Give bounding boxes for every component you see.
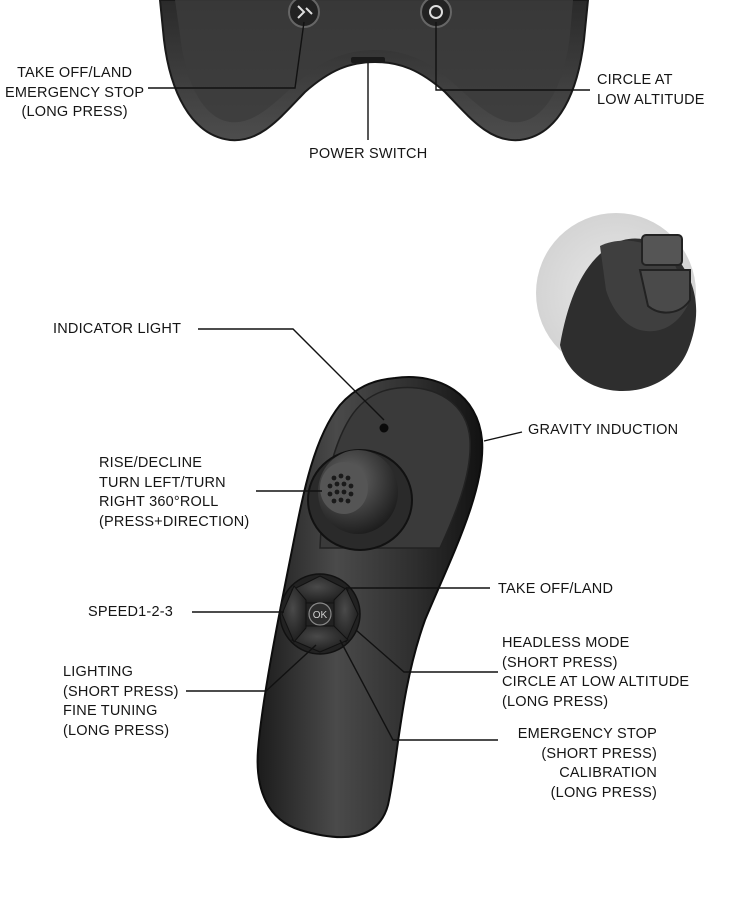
gravity-induction-label: GRAVITY INDUCTION <box>528 422 679 438</box>
ok-label: OK <box>313 610 328 621</box>
headless-mode-label: HEADLESS MODE (SHORT PRESS) CIRCLE AT LO… <box>502 635 690 710</box>
dpad-down-button[interactable] <box>291 625 349 653</box>
takeoff-land-label: TAKE OFF/LAND <box>498 581 614 597</box>
top-controller <box>158 0 590 142</box>
top-leader-lines <box>148 21 590 140</box>
indicator-light-label: INDICATOR LIGHT <box>53 321 182 337</box>
speed-label: SPEED1-2-3 <box>88 604 174 620</box>
takeoff-icon <box>297 5 313 19</box>
power-switch-icon[interactable] <box>351 57 385 63</box>
joystick-cap-icon <box>320 462 368 514</box>
ok-button[interactable] <box>308 602 332 626</box>
circle-icon <box>429 5 443 19</box>
power-switch-label: POWER SWITCH <box>309 146 428 162</box>
emergency-stop-label: EMERGENCY STOP (SHORT PRESS) CALIBRATION… <box>517 726 657 801</box>
side-view-inset <box>536 213 697 392</box>
takeoff-land-emergency-label: TAKE OFF/LAND EMERGENCY STOP (LONG PRESS… <box>5 65 145 120</box>
lighting-label: LIGHTING (SHORT PRESS) FINE TUNING (LONG… <box>63 664 179 739</box>
circle-low-altitude-label: CIRCLE AT LOW ALTITUDE <box>597 72 705 108</box>
joystick-grip-dots <box>327 473 354 504</box>
remote-body: OK <box>256 376 484 839</box>
dpad-left-button[interactable] <box>281 585 307 643</box>
dpad-right-button[interactable] <box>333 587 359 643</box>
indicator-light <box>379 423 389 433</box>
remote-leader-lines <box>186 328 523 741</box>
joystick-label: RISE/DECLINE TURN LEFT/TURN RIGHT 360°RO… <box>99 455 250 530</box>
